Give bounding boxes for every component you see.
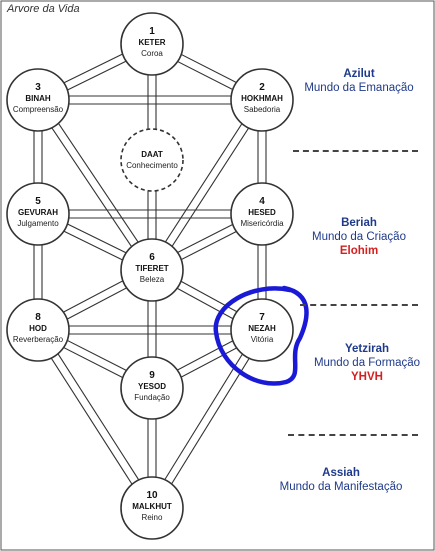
sefirah-malkhut-number: 10 (146, 490, 158, 501)
sefirah-gevurah-number: 5 (35, 196, 41, 207)
world-azilut-description: Mundo da Emanação (304, 82, 414, 94)
world-divider (288, 434, 418, 436)
world-assiah-description: Mundo da Manifestação (279, 481, 403, 493)
sefirah-gevurah-name: GEVURAH (18, 208, 58, 217)
sefirah-keter-name: KETER (138, 38, 165, 47)
world-azilut-name: Azilut (343, 68, 375, 80)
sefirah-keter-circle (120, 12, 184, 76)
sefirah-daat-name: DAAT (141, 150, 163, 159)
path-hokhmah-binah (38, 95, 262, 105)
world-yetzirah-divine-name: YHVH (351, 371, 383, 383)
world-assiah: Assiah Mundo da Manifestação (266, 466, 416, 494)
sefirah-hesed-name: HESED (248, 208, 276, 217)
sefirah-hokhmah-circle (230, 68, 294, 132)
sefirah-malkhut-name: MALKHUT (132, 502, 172, 511)
sefirah-hod-number: 8 (35, 312, 41, 323)
sefirah-tiferet-name: TIFERET (135, 264, 168, 273)
sefirah-hokhmah-number: 2 (259, 82, 265, 93)
sefirah-binah-circle (6, 68, 70, 132)
diagram-title: Arvore da Vida (7, 3, 80, 15)
sefirah-yesod-circle (120, 356, 184, 420)
path-nezah-hod (38, 325, 262, 335)
world-divider (293, 150, 418, 152)
world-beriah-divine-name: Elohim (339, 245, 379, 257)
sefirah-yesod-number: 9 (149, 370, 155, 381)
sefirah-yesod-meaning: Fundação (134, 393, 170, 402)
sefirah-daat-meaning: Conhecimento (126, 161, 178, 170)
sefirah-hesed-meaning: Misericórdia (240, 219, 284, 228)
sefirah-hod-name: HOD (29, 324, 47, 333)
sefirah-nezah-circle (230, 298, 294, 362)
sefirah-tiferet-circle (120, 238, 184, 302)
sefirah-hod-circle (6, 298, 70, 362)
world-yetzirah-description: Mundo da Formação (313, 357, 421, 369)
sefirah-hesed-number: 4 (259, 196, 265, 207)
path-binah-tiferet (34, 97, 156, 273)
sefirah-hokhmah-name: HOKHMAH (241, 94, 283, 103)
path-hesed-gevurah (38, 209, 262, 219)
sefirah-malkhut-meaning: Reino (142, 513, 163, 522)
sefirah-tiferet-number: 6 (149, 252, 155, 263)
sefirah-malkhut-circle (120, 476, 184, 540)
sefirah-daat-circle (120, 128, 184, 192)
path-hokhmah-tiferet (148, 97, 266, 273)
path-hod-malkhut (34, 327, 156, 511)
highlight-circle-annotation (213, 285, 309, 386)
sefirah-nezah-number: 7 (259, 312, 265, 323)
world-azilut: Azilut Mundo da Emanação (284, 67, 434, 95)
sefirah-keter-meaning: Coroa (141, 49, 163, 58)
sefirah-hokhmah-meaning: Sabedoria (244, 105, 281, 114)
sefirah-tiferet-meaning: Beleza (140, 275, 165, 284)
world-assiah-name: Assiah (322, 467, 360, 479)
world-beriah-name: Beriah (341, 217, 377, 229)
sefirah-keter-number: 1 (149, 26, 155, 37)
sefirah-gevurah-circle (6, 182, 70, 246)
sefirah-binah-name: BINAH (25, 94, 51, 103)
sefirah-hesed-circle (230, 182, 294, 246)
sefirah-binah-meaning: Compreensão (13, 105, 64, 114)
sefirah-binah-number: 3 (35, 82, 41, 93)
sefirah-yesod-name: YESOD (138, 382, 166, 391)
path-nezah-malkhut (148, 327, 266, 511)
world-beriah-description: Mundo da Criação (312, 231, 406, 243)
sefirah-gevurah-meaning: Julgamento (17, 219, 59, 228)
sefirah-daat[interactable]: DAAT Conhecimento (120, 128, 184, 192)
world-divider (300, 304, 418, 306)
world-beriah: Beriah Mundo da Criação Elohim (284, 216, 434, 258)
sefirah-hod-meaning: Reverberação (13, 335, 64, 344)
sefirah-nezah-meaning: Vitória (251, 335, 274, 344)
sefirah-nezah-name: NEZAH (248, 324, 276, 333)
world-yetzirah-name: Yetzirah (344, 343, 390, 355)
world-yetzirah: Yetzirah Mundo da Formação YHVH (292, 342, 435, 384)
